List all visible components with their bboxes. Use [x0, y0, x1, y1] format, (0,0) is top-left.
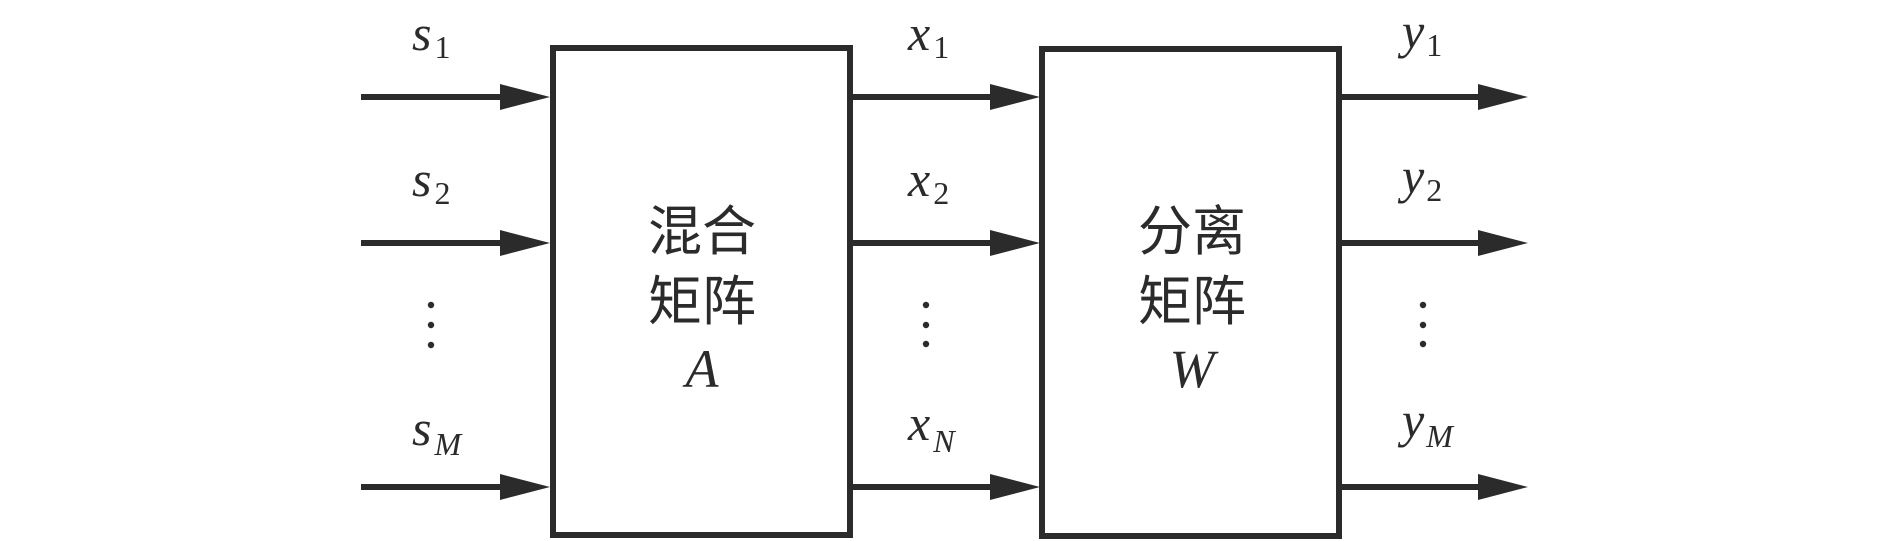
- mixed-label-x1: x1: [907, 5, 949, 65]
- separation-matrix-label-line2: 矩阵: [1138, 270, 1246, 333]
- arrow-head-icon: [500, 474, 550, 500]
- mixed-arrow-2: [853, 230, 1040, 256]
- input-ellipsis: [427, 301, 435, 349]
- output-label-y2: y2: [1397, 148, 1442, 208]
- input-label-s1: s1: [412, 5, 450, 65]
- mixing-matrix-box: [550, 45, 853, 538]
- output-label-y1: y1: [1397, 3, 1442, 63]
- mixing-matrix-label-line1: 混合: [648, 200, 756, 263]
- mixing-matrix-symbol: A: [683, 339, 720, 399]
- arrow-head-icon: [500, 84, 550, 110]
- mixed-label-xN: xN: [907, 395, 956, 459]
- signal-arrows: [361, 84, 1528, 500]
- mixed-arrow-3: [853, 474, 1040, 500]
- arrow-head-icon: [990, 84, 1040, 110]
- separation-matrix-symbol: W: [1170, 339, 1220, 399]
- output-label-yM: yM: [1397, 392, 1455, 454]
- mixed-label-x2: x2: [907, 151, 949, 211]
- mixed-ellipsis: [922, 301, 930, 348]
- output-arrow-3: [1342, 474, 1528, 500]
- arrow-head-icon: [990, 474, 1040, 500]
- input-arrow-3: [361, 474, 550, 500]
- input-arrow-2: [361, 230, 550, 256]
- separation-matrix-label-line1: 分离: [1138, 200, 1246, 263]
- output-arrow-1: [1342, 84, 1528, 110]
- arrow-head-icon: [500, 230, 550, 256]
- output-arrow-2: [1342, 230, 1528, 256]
- mixing-matrix-label-line2: 矩阵: [648, 270, 756, 333]
- arrow-head-icon: [990, 230, 1040, 256]
- input-label-s2: s2: [412, 151, 450, 211]
- arrow-head-icon: [1478, 230, 1528, 256]
- arrow-head-icon: [1478, 84, 1528, 110]
- mixed-arrow-1: [853, 84, 1040, 110]
- separation-matrix-box: [1039, 46, 1342, 539]
- input-label-sM: sM: [412, 400, 463, 462]
- output-ellipsis: [1419, 301, 1427, 348]
- input-arrow-1: [361, 84, 550, 110]
- arrow-head-icon: [1478, 474, 1528, 500]
